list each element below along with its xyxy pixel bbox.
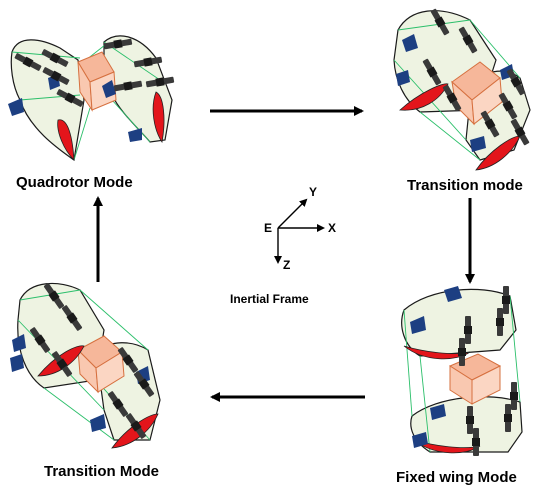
inertial-frame-axes: E X Y Z: [264, 185, 336, 272]
y-axis-label: Y: [309, 185, 317, 199]
z-axis-label: Z: [283, 258, 290, 272]
x-axis-label: X: [328, 221, 336, 235]
caption-transition-mode-top: Transition mode: [407, 177, 523, 194]
caption-fixed-wing-mode: Fixed wing Mode: [396, 469, 517, 486]
transition-drone-top: [393, 7, 531, 171]
origin-label: E: [264, 221, 272, 235]
transition-drone-bottom: [10, 282, 161, 449]
fixed-wing-drone: [401, 286, 523, 456]
caption-quadrotor-mode: Quadrotor Mode: [16, 174, 133, 191]
quadrotor-drone: [8, 35, 175, 162]
y-axis: [277, 198, 308, 229]
inertial-frame-title: Inertial Frame: [230, 292, 309, 306]
caption-transition-mode-bottom: Transition Mode: [44, 463, 160, 480]
